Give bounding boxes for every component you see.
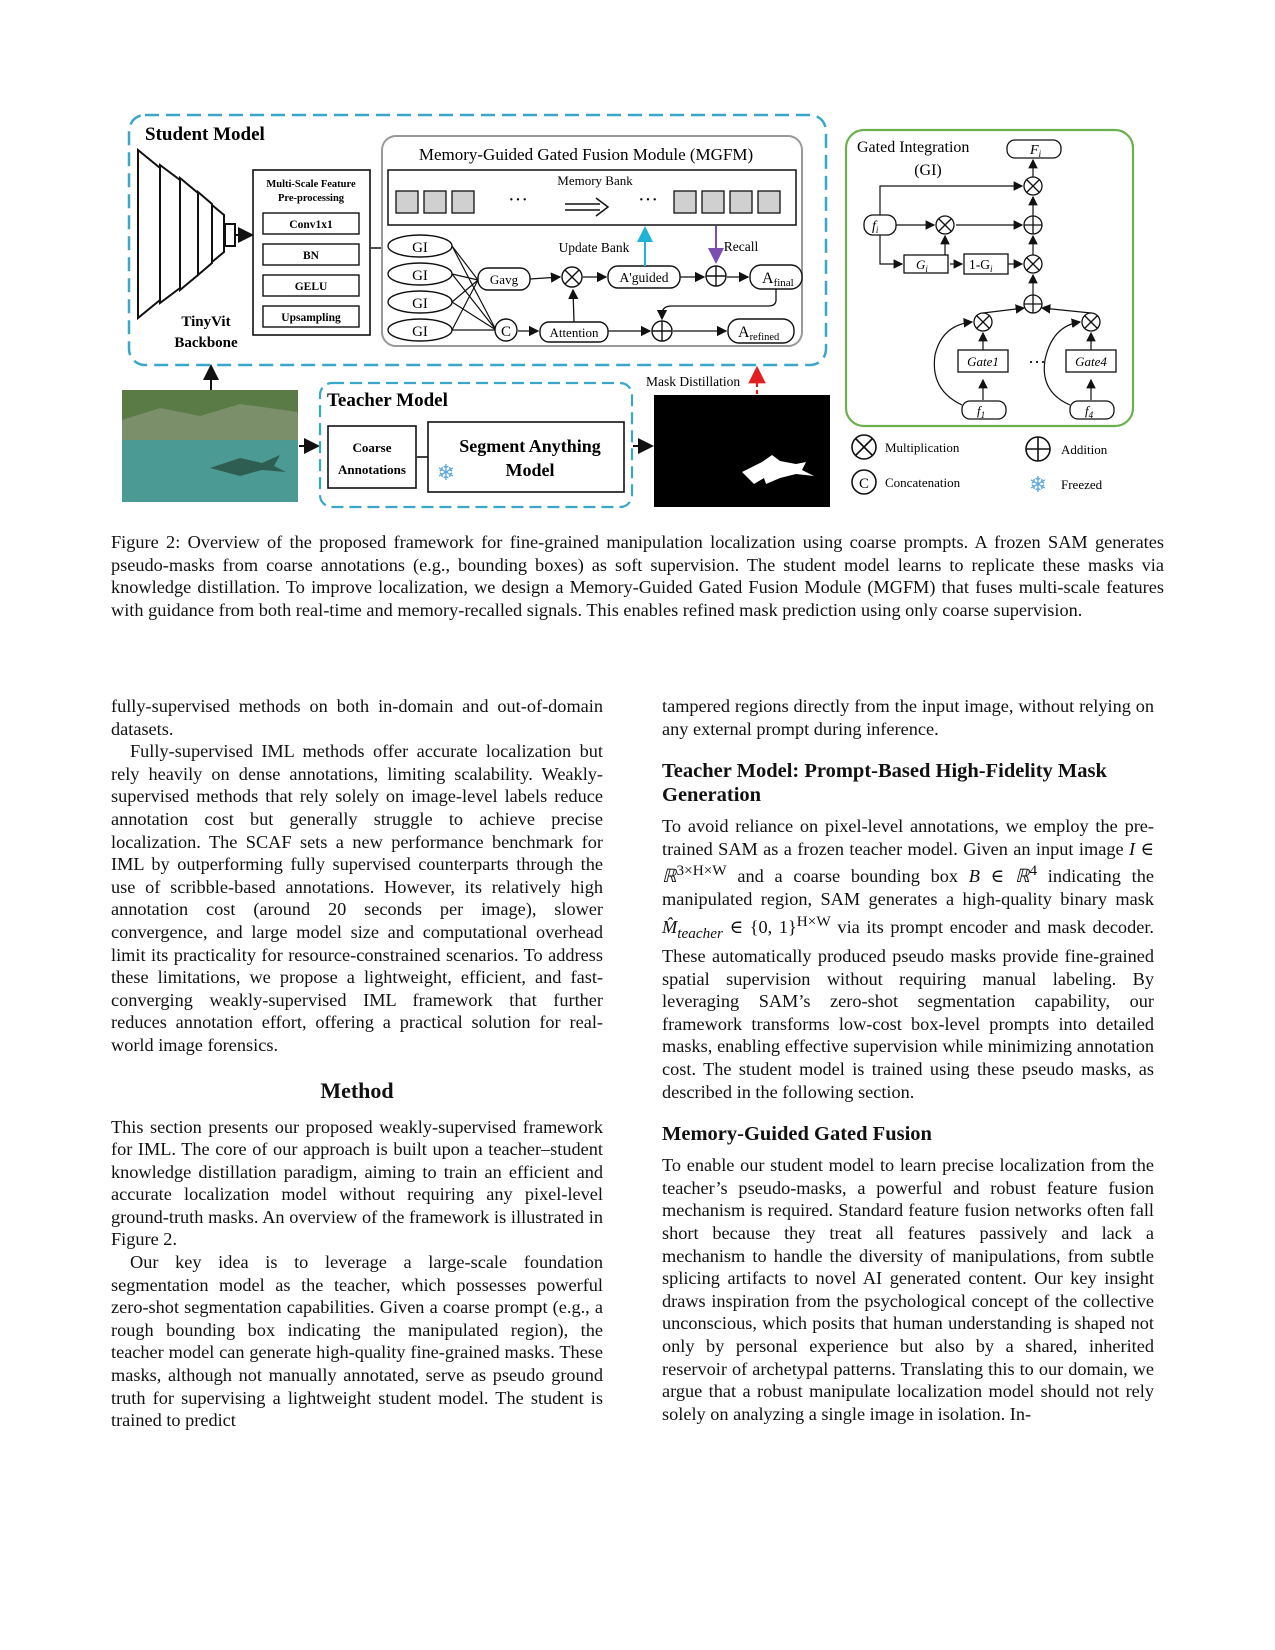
paragraph-teacher: To avoid reliance on pixel-level annotat… [662, 816, 1155, 1102]
teacher-model-box [318, 381, 634, 509]
teacher-model-title: Teacher Model [327, 390, 448, 411]
preprocessing-title-2: Pre-processing [278, 193, 345, 204]
f1-label: f1 [977, 403, 985, 420]
svg-text:Freezed: Freezed [1061, 477, 1103, 492]
mgfm-title: Memory-Guided Gated Fusion Module (MGFM) [419, 145, 753, 164]
memory-slots [395, 190, 781, 214]
add-node-mgfm-bottom [651, 320, 673, 342]
right-column: tampered regions directly from the input… [662, 695, 1154, 1425]
preprocessing-title-1: Multi-Scale Feature [266, 179, 356, 190]
pseudo-mask [654, 395, 830, 507]
svg-text:C: C [501, 324, 511, 340]
coarse-label-1: Coarse [353, 440, 392, 455]
one-minus-Gi-label: 1-Gi [969, 257, 993, 274]
gi-inputs: GI GI GI GI [387, 234, 453, 342]
memory-bank-label: Memory Bank [557, 173, 633, 188]
paragraph: This section presents our proposed weakl… [111, 1116, 603, 1250]
Fi-label: Fi [1029, 143, 1042, 159]
svg-text:GI: GI [412, 324, 428, 340]
concat-node [494, 318, 518, 342]
mask-shark [742, 455, 814, 484]
preprocessing-op: Upsampling [281, 312, 341, 324]
subsection-heading-mgf: Memory-Guided Gated Fusion [662, 1123, 932, 1146]
gi-panel [844, 128, 1135, 428]
gate-ellipsis: ··· [1028, 352, 1046, 372]
multiplication-icon [851, 434, 877, 460]
paragraph: Fully-supervised IML methods offer accur… [111, 741, 603, 1055]
f4-label: f4 [1085, 403, 1094, 420]
freeze-icon: ❄ [1029, 472, 1047, 497]
a-refined-label: Arefined [738, 324, 780, 343]
svg-text:C: C [859, 476, 869, 492]
subsection-heading-teacher: Teacher Model: Prompt-Based High-Fidelit… [662, 760, 1107, 807]
recall-label: Recall [724, 239, 759, 254]
svg-text:GI: GI [412, 268, 428, 284]
sam-label-1: Segment Anything [459, 436, 601, 456]
svg-text:GI: GI [412, 240, 428, 256]
attention-label: Attention [549, 325, 599, 340]
gavg-label: Gavg [490, 272, 519, 287]
preprocessing-op: GELU [295, 281, 328, 293]
legend: Multiplication Addition C Concatenation … [851, 434, 1108, 497]
memory-arrow-icon [565, 197, 610, 217]
a-final-label: Afinal [762, 270, 794, 289]
svg-text:Multiplication: Multiplication [885, 440, 960, 455]
paragraph: tampered regions directly from the input… [662, 696, 1154, 739]
sam-freeze-icon: ❄ [437, 460, 455, 485]
svg-text:Addition: Addition [1061, 442, 1108, 457]
gate1-label: Gate1 [967, 354, 999, 369]
figure-caption: Figure 2: Overview of the proposed frame… [111, 532, 1164, 620]
backbone-funnel [137, 147, 236, 321]
Gi-label: Gi [916, 257, 928, 274]
a-guided-label: A'guided [620, 270, 669, 285]
preprocessing-op: Conv1x1 [289, 219, 333, 231]
section-heading-method: Method [320, 1077, 394, 1103]
backbone-label-2: Backbone [174, 335, 238, 351]
multiply-node-mgfm [561, 266, 583, 288]
student-model-box [127, 113, 828, 367]
paragraph: To enable our student model to learn pre… [662, 1155, 1154, 1424]
gi-panel-title-1: Gated Integration [857, 139, 969, 156]
concatenation-icon [851, 469, 877, 495]
update-bank-label: Update Bank [559, 240, 630, 255]
input-image [122, 390, 298, 502]
svg-text:GI: GI [412, 296, 428, 312]
gi-panel-title-2: (GI) [914, 162, 942, 179]
svg-text:Concatenation: Concatenation [885, 475, 961, 490]
preprocessing-ops: Conv1x1 BN GELU Upsampling [262, 212, 360, 328]
gate4-label: Gate4 [1075, 354, 1107, 369]
paragraph: Our key idea is to leverage a large-scal… [111, 1252, 603, 1431]
paragraph: fully-supervised methods on both in-doma… [111, 696, 603, 739]
left-column: fully-supervised methods on both in-doma… [111, 695, 603, 1432]
coarse-label-2: Annotations [338, 462, 406, 477]
addition-icon [1025, 436, 1051, 462]
add-node-mgfm-top [705, 265, 727, 287]
sam-label-2: Model [506, 460, 555, 480]
student-model-title: Student Model [145, 124, 265, 145]
backbone-label-1: TinyVit [181, 314, 230, 330]
framework-figure: Student Model TinyVit Backbone Multi-Sca… [0, 0, 1275, 520]
preprocessing-box [252, 169, 371, 336]
memory-ellipsis-left: ··· [508, 189, 528, 211]
memory-ellipsis-right: ··· [638, 189, 658, 211]
fi-label: fi [872, 219, 879, 235]
mask-distillation-label: Mask Distillation [646, 374, 740, 389]
preprocessing-op: BN [303, 250, 320, 262]
a-refined-box [727, 318, 795, 344]
gi-nodes [935, 176, 1101, 332]
